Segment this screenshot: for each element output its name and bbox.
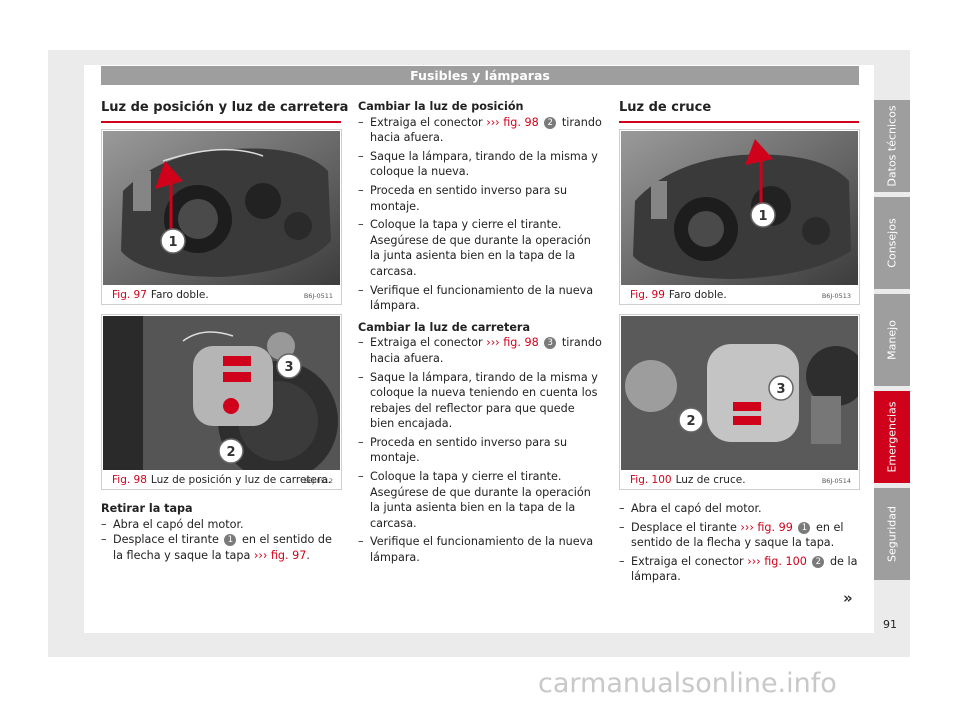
figure-reference[interactable]: ››› fig. 99 xyxy=(740,520,793,534)
figure-reference[interactable]: ››› fig. 100 xyxy=(747,554,807,568)
callout-3: 3 xyxy=(284,360,293,375)
step: Coloque la tapa y cierre el tirante. Ase… xyxy=(358,217,602,279)
step-text: de la lámpara. xyxy=(631,554,858,584)
callout-2: 2 xyxy=(226,445,235,460)
figure-caption-text: Faro doble. xyxy=(150,289,209,301)
step: Desplace el tirante 1 en el sentido de l… xyxy=(101,532,341,563)
step: Extraiga el conector ››› fig. 98 3 tiran… xyxy=(358,335,602,366)
callout-1: 1 xyxy=(758,209,767,224)
left-instructions: Retirar la tapa Abra el capó del motor. … xyxy=(101,501,341,563)
right-title-rule xyxy=(619,121,859,123)
step: Proceda en sentido inverso para su monta… xyxy=(358,435,602,466)
lamp-socket-photo: 3 2 xyxy=(621,316,858,470)
tab-seguridad[interactable]: Seguridad xyxy=(874,488,910,580)
step: Desplace el tirante ››› fig. 99 1 en el … xyxy=(619,520,859,551)
callout-badge: 1 xyxy=(224,534,237,547)
callout-badge: 1 xyxy=(798,521,811,534)
tab-manejo[interactable]: Manejo xyxy=(874,294,910,386)
tab-label: Seguridad xyxy=(885,506,899,562)
step-text: Desplace el tirante xyxy=(113,533,219,547)
figure-code: B6J-0513 xyxy=(819,292,853,300)
subheading: Retirar la tapa xyxy=(101,502,193,515)
step: Abra el capó del motor. xyxy=(101,517,341,533)
left-title-rule xyxy=(101,121,341,123)
step: Saque la lámpara, tirando de la misma y … xyxy=(358,370,602,432)
left-column-title: Luz de posición y luz de carretera xyxy=(101,100,349,115)
step-text: Extraiga el conector xyxy=(370,336,483,350)
subheading: Cambiar la luz de carretera xyxy=(358,320,531,334)
right-column-title: Luz de cruce xyxy=(619,100,712,115)
figure-caption-text: Luz de posición y luz de carretera. xyxy=(150,474,332,486)
step-text: . xyxy=(306,548,310,562)
step: Verifique el funcionamiento de la nueva … xyxy=(358,534,602,565)
callout-2: 2 xyxy=(686,414,695,429)
callout-badge: 2 xyxy=(544,116,557,129)
headlamp-rear-photo: 1 xyxy=(621,131,858,285)
step: Extraiga el conector ››› fig. 98 2 tiran… xyxy=(358,115,602,146)
step: Saque la lámpara, tirando de la misma y … xyxy=(358,149,602,180)
figure-number: Fig. 99 xyxy=(630,289,665,301)
tab-consejos[interactable]: Consejos xyxy=(874,197,910,289)
step-text: tirando hacia afuera. xyxy=(370,336,602,365)
callout-1: 1 xyxy=(168,235,177,250)
step: Verifique el funcionamiento de la nueva … xyxy=(358,283,602,314)
step: Coloque la tapa y cierre el tirante. Ase… xyxy=(358,469,602,531)
figure-reference[interactable]: ››› fig. 98 xyxy=(486,336,539,350)
figure-code: B6J-0512 xyxy=(301,477,335,485)
step-text: tirando hacia afuera. xyxy=(370,115,602,145)
step-text: Extraiga el conector xyxy=(370,115,483,129)
callout-badge: 2 xyxy=(812,555,825,568)
callout-badge: 3 xyxy=(544,337,557,350)
tab-label: Manejo xyxy=(885,320,899,360)
section-header: Fusibles y lámparas xyxy=(101,66,859,85)
figure-caption-text: Faro doble. xyxy=(668,289,727,301)
page-number: 91 xyxy=(883,618,897,631)
tab-label: Emergencias xyxy=(885,401,899,473)
callout-3: 3 xyxy=(776,382,785,397)
step: Proceda en sentido inverso para su monta… xyxy=(358,183,602,214)
figure-number: Fig. 97 xyxy=(112,289,147,301)
figure-number: Fig. 100 xyxy=(630,474,672,486)
step-text: Extraiga el conector xyxy=(631,554,744,568)
tab-label: Consejos xyxy=(885,218,899,268)
tab-datos-tecnicos[interactable]: Datos técnicos xyxy=(874,100,910,192)
middle-instructions: Cambiar la luz de posición Extraiga el c… xyxy=(358,99,602,566)
figure-number: Fig. 98 xyxy=(112,474,147,486)
continue-mark: » xyxy=(843,589,853,607)
step-text: en el sentido de la flecha y saque la ta… xyxy=(113,533,332,562)
watermark: carmanualsonline.info xyxy=(538,668,837,699)
figure-code: B6J-0511 xyxy=(301,292,335,300)
subheading: Cambiar la luz de posición xyxy=(358,100,524,113)
step: Extraiga el conector ››› fig. 100 2 de l… xyxy=(619,554,859,585)
figure-code: B6J-0514 xyxy=(819,477,853,485)
headlamp-rear-photo: 1 xyxy=(103,131,340,285)
figure-reference[interactable]: ››› fig. 98 xyxy=(486,115,539,129)
tab-label: Datos técnicos xyxy=(885,105,899,187)
lamp-socket-photo: 3 2 xyxy=(103,316,340,470)
tab-emergencias[interactable]: Emergencias xyxy=(874,391,910,483)
step-text: en el senti­do de la flecha y saque la t… xyxy=(631,520,844,550)
right-instructions: Abra el capó del motor. Desplace el tira… xyxy=(619,501,859,585)
step: Abra el capó del motor. xyxy=(619,501,859,517)
figure-reference[interactable]: ››› fig. 97 xyxy=(253,548,307,562)
step-text: Desplace el tirante xyxy=(631,520,737,534)
figure-caption-text: Luz de cruce. xyxy=(675,474,746,486)
